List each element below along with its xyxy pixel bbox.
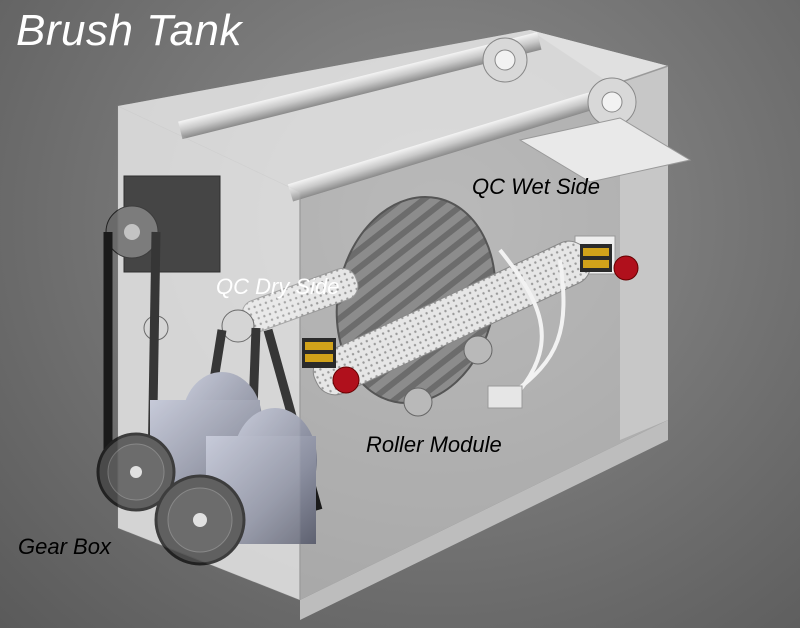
motor-pulley [105, 175, 221, 273]
label-roller-module: Roller Module [366, 432, 502, 457]
label-qc-dry-side: QC Dry Side [216, 274, 340, 299]
middle-rod [287, 77, 637, 202]
dry-side-connector [302, 338, 360, 394]
wet-side-connector [580, 244, 639, 281]
front-transparent-panel [117, 105, 301, 601]
diagram-title: Brush Tank [16, 6, 242, 55]
wet-side-cables [487, 248, 566, 409]
label-gear-box: Gear Box [18, 534, 111, 559]
upper-rod [178, 32, 542, 140]
gear-box [96, 372, 317, 566]
label-qc-wet-side: QC Wet Side [472, 174, 600, 199]
